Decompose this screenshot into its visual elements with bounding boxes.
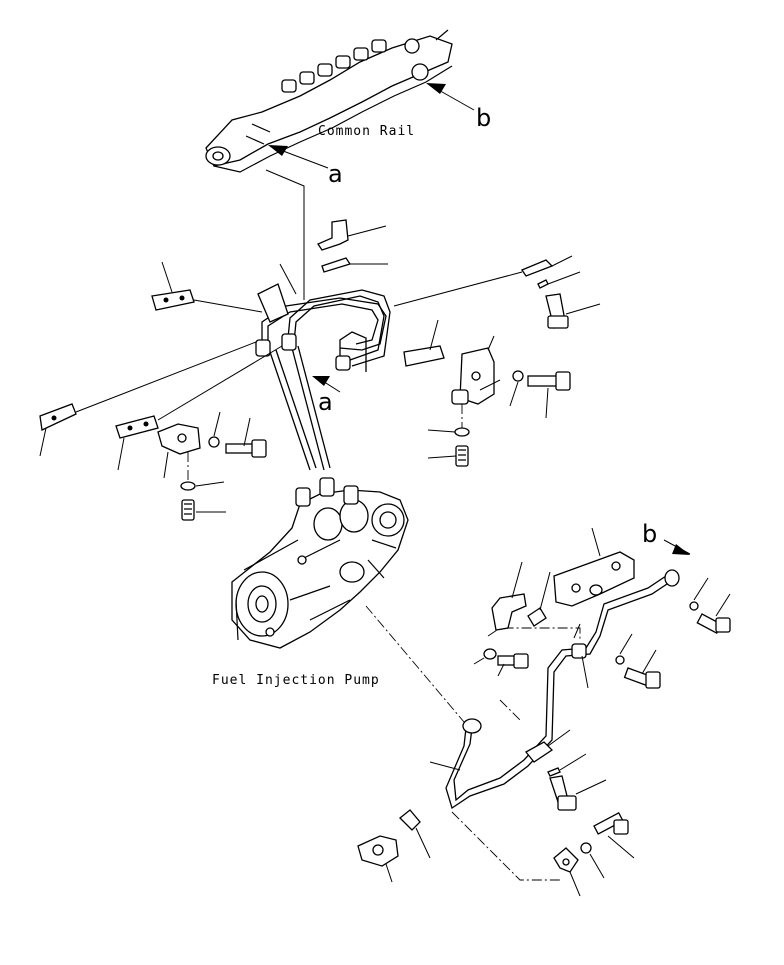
washer-center — [454, 427, 470, 437]
bolt-lower-left — [181, 499, 195, 521]
bolt-left — [225, 439, 267, 458]
ref-arrow-b-right — [663, 539, 691, 555]
clamp-block-far-left — [39, 403, 77, 431]
bracket-center-right — [451, 347, 495, 405]
clamp-lower-center — [525, 741, 554, 763]
bolt-bottom-right — [593, 811, 629, 835]
clamp-block-left — [151, 289, 195, 311]
common-rail-label: Common Rail — [318, 124, 415, 139]
clamp-top-upper — [317, 219, 349, 251]
pipe-support-plate — [257, 283, 289, 323]
bolt-right-mid — [623, 667, 661, 689]
washer-lower-center — [547, 767, 561, 777]
ref-arrow-b-top — [426, 83, 475, 111]
bolt-lower-center — [549, 775, 577, 811]
bracket-left — [157, 423, 201, 455]
bolt-lower-left-b — [497, 653, 529, 669]
washer-center-right — [512, 370, 524, 382]
washer-right-top — [537, 279, 549, 289]
clamp-right-top — [521, 259, 554, 277]
ref-arrow-a-mid — [312, 376, 341, 393]
washer-right-mid — [615, 655, 625, 665]
clamp-small-lower — [527, 607, 547, 627]
bolt-right-top — [545, 293, 569, 329]
ref-letter-a-top: a — [328, 160, 343, 188]
bolt-center — [455, 445, 469, 467]
bolt-far-right — [696, 613, 731, 635]
clamp-bottom-right — [553, 847, 579, 873]
ref-letter-b-top: b — [476, 104, 491, 132]
fuel-injection-pump — [231, 477, 409, 649]
ref-letter-a-mid: a — [318, 388, 333, 416]
clamp-bottom-left — [357, 835, 399, 867]
washer-lower-left-b — [483, 648, 497, 660]
clamp-bottom-center — [399, 809, 421, 831]
washer-left — [208, 436, 220, 448]
clamp-plate-left — [115, 415, 159, 439]
ref-letter-b-right: b — [642, 520, 657, 548]
clamp-block-center — [403, 345, 445, 367]
washer-lower-left — [180, 481, 196, 491]
bracket-plate-lower — [553, 551, 635, 607]
fuel-return-pipe — [445, 569, 680, 810]
fuel-injection-pump-label: Fuel Injection Pump — [212, 673, 380, 688]
washer-far-right — [689, 601, 699, 611]
bolt-center-right — [527, 371, 571, 391]
clamp-top-lower — [321, 257, 352, 273]
guide-line-pump-to-pipe — [365, 605, 465, 723]
washer-bottom-right — [580, 842, 592, 854]
common-rail — [205, 29, 453, 173]
ref-arrow-a-top — [268, 145, 329, 169]
high-pressure-pipe-bundle — [255, 289, 391, 471]
clamp-bracket-lower-left — [491, 593, 527, 631]
